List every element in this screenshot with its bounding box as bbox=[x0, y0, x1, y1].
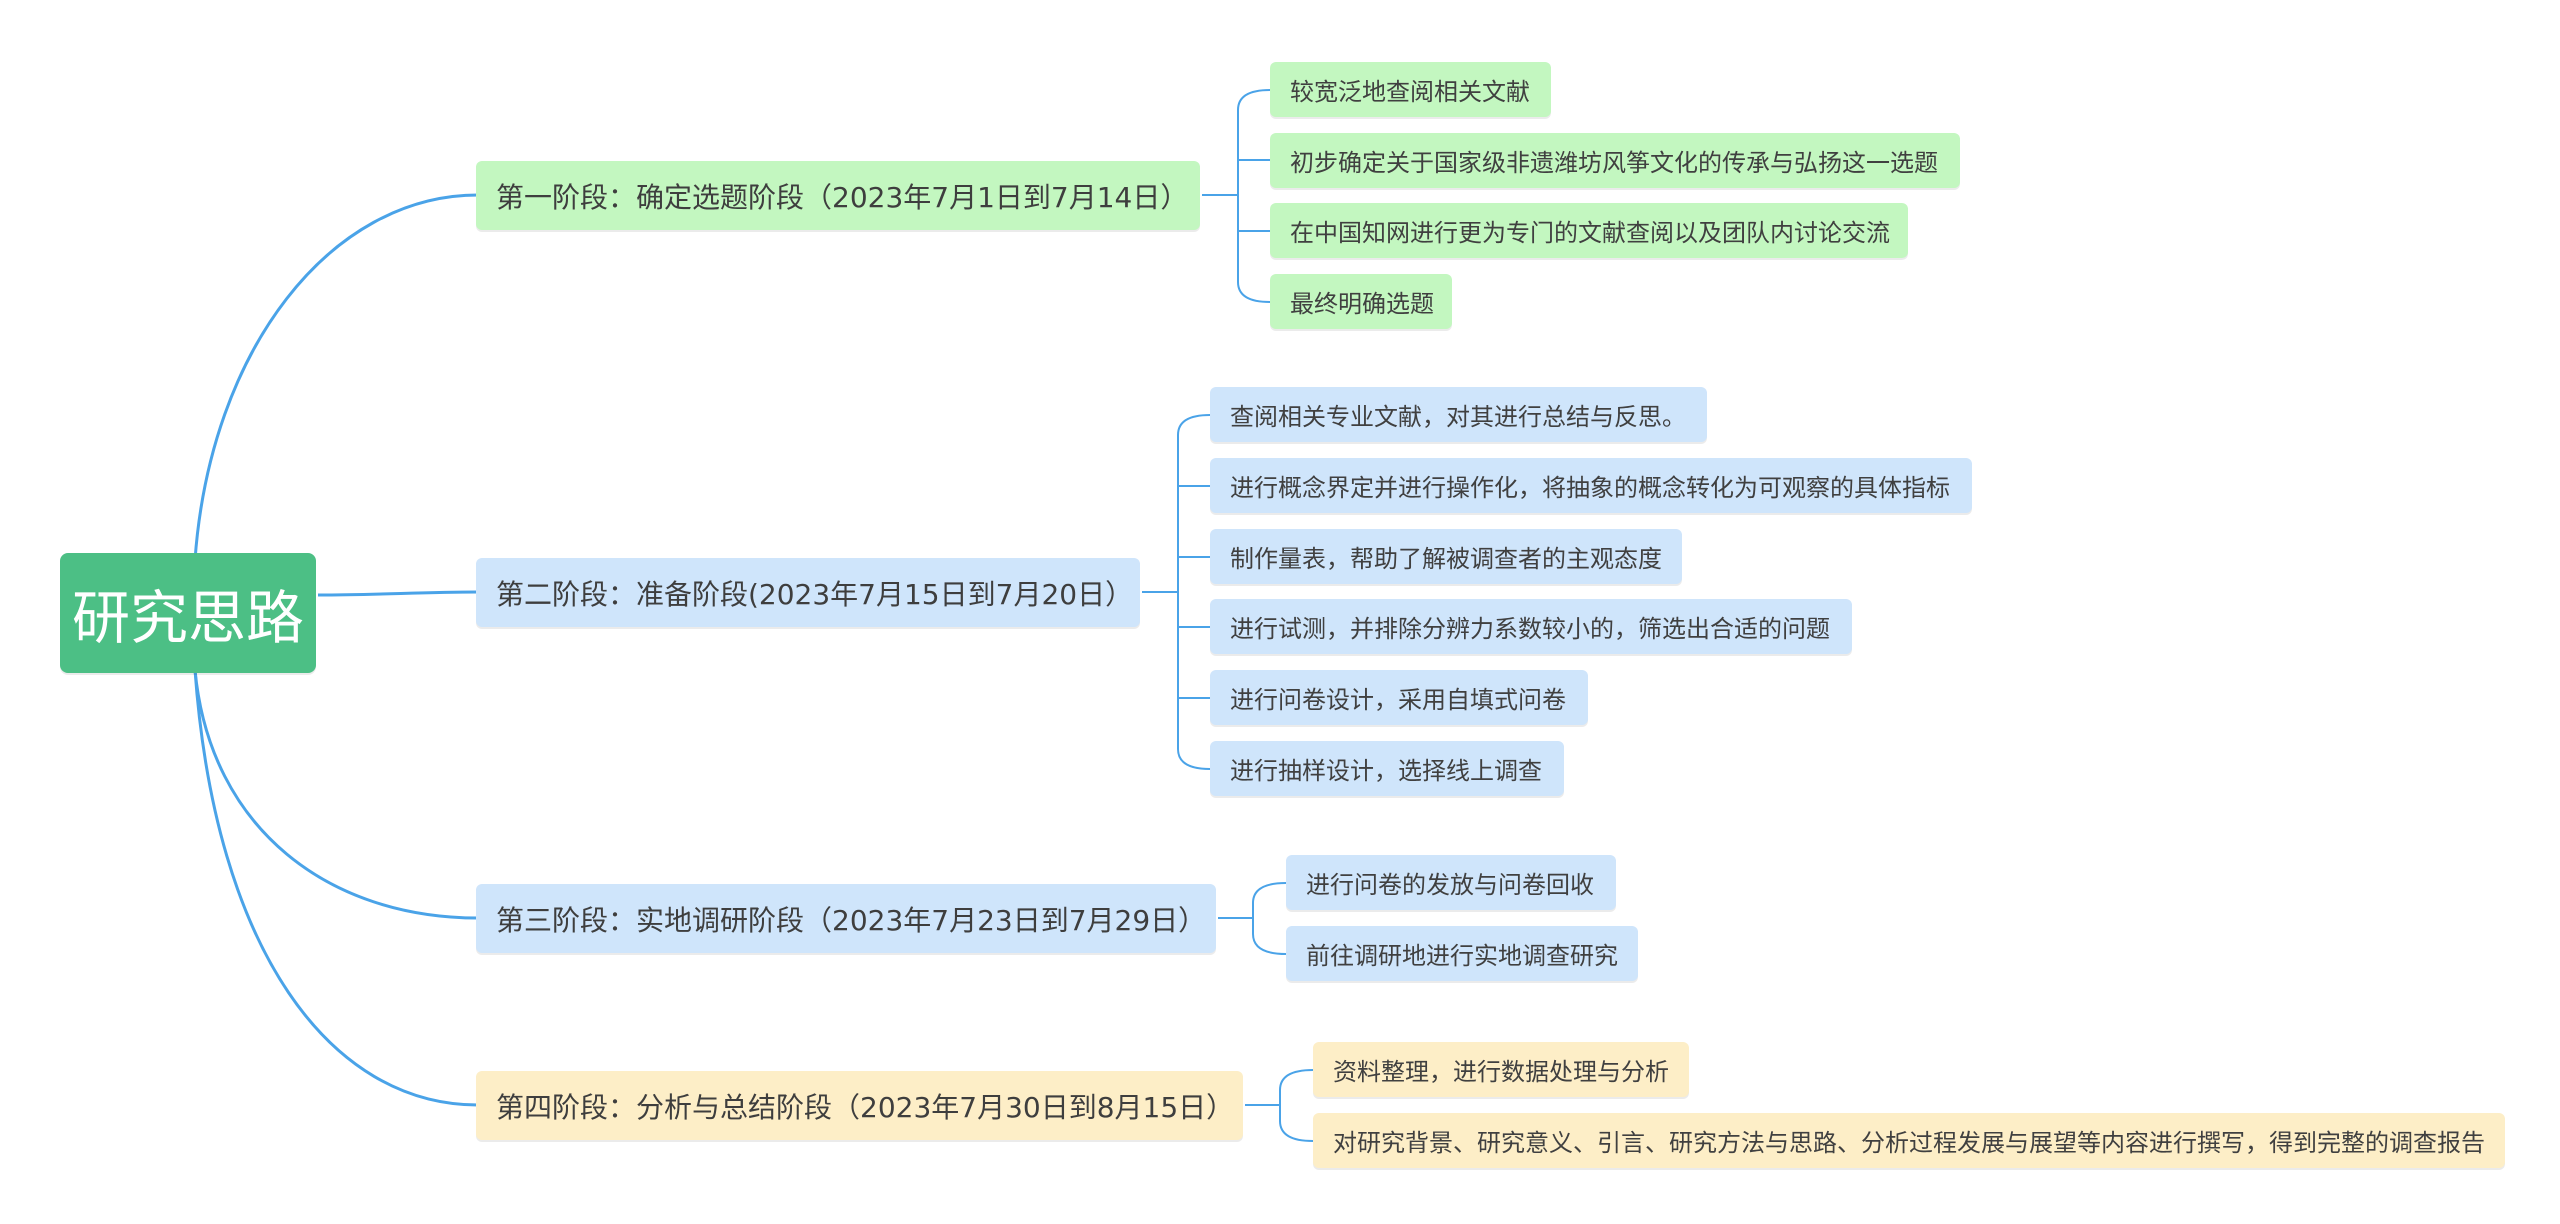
stage-1-item-2[interactable]: 初步确定关于国家级非遗潍坊风筝文化的传承与弘扬这一选题 bbox=[1270, 133, 1960, 188]
stage-4-item-2[interactable]: 对研究背景、研究意义、引言、研究方法与思路、分析过程发展与展望等内容进行撰写，得… bbox=[1313, 1113, 2505, 1168]
item-label: 较宽泛地查阅相关文献 bbox=[1290, 78, 1530, 106]
item-label: 进行概念界定并进行操作化，将抽象的概念转化为可观察的具体指标 bbox=[1230, 474, 1950, 502]
item-label: 最终明确选题 bbox=[1290, 290, 1434, 318]
connector-root-stage-2 bbox=[317, 590, 479, 597]
stage-3-item-1[interactable]: 进行问卷的发放与问卷回收 bbox=[1286, 855, 1616, 910]
stage-2-item-3[interactable]: 制作量表，帮助了解被调查者的主观态度 bbox=[1210, 529, 1682, 584]
item-label: 进行抽样设计，选择线上调查 bbox=[1230, 757, 1542, 785]
stage-2-node[interactable]: 第二阶段：准备阶段(2023年7月15日到7月20日） bbox=[476, 558, 1140, 627]
connector-stage-3-branches bbox=[1218, 882, 1287, 955]
stage-3-node[interactable]: 第三阶段：实地调研阶段（2023年7月23日到7月29日） bbox=[476, 884, 1216, 953]
item-label: 制作量表，帮助了解被调查者的主观态度 bbox=[1230, 545, 1662, 573]
stage-2-item-2[interactable]: 进行概念界定并进行操作化，将抽象的概念转化为可观察的具体指标 bbox=[1210, 458, 1972, 513]
connector-root-stage-4 bbox=[193, 669, 479, 1107]
root-node[interactable]: 研究思路 bbox=[60, 553, 316, 673]
root-label: 研究思路 bbox=[71, 584, 304, 652]
connector-root-stage-3 bbox=[193, 669, 479, 920]
stage-2-item-5[interactable]: 进行问卷设计，采用自填式问卷 bbox=[1210, 670, 1588, 725]
item-label: 进行问卷的发放与问卷回收 bbox=[1306, 871, 1594, 899]
connector-stage-2-branches bbox=[1142, 414, 1211, 770]
stage-2-item-6[interactable]: 进行抽样设计，选择线上调查 bbox=[1210, 741, 1564, 796]
stage-2-label: 第二阶段：准备阶段(2023年7月15日到7月20日） bbox=[496, 577, 1134, 611]
item-label: 前往调研地进行实地调查研究 bbox=[1306, 942, 1618, 970]
stage-4-item-1[interactable]: 资料整理，进行数据处理与分析 bbox=[1313, 1042, 1689, 1097]
stage-1-item-3[interactable]: 在中国知网进行更为专门的文献查阅以及团队内讨论交流 bbox=[1270, 203, 1908, 258]
item-label: 查阅相关专业文献，对其进行总结与反思。 bbox=[1230, 403, 1686, 431]
connector-stage-1-branches bbox=[1202, 89, 1271, 303]
item-label: 在中国知网进行更为专门的文献查阅以及团队内讨论交流 bbox=[1290, 219, 1890, 247]
stage-1-node[interactable]: 第一阶段：确定选题阶段（2023年7月1日到7月14日） bbox=[476, 161, 1200, 230]
stage-2-item-4[interactable]: 进行试测，并排除分辨力系数较小的，筛选出合适的问题 bbox=[1210, 599, 1852, 654]
stage-2-item-1[interactable]: 查阅相关专业文献，对其进行总结与反思。 bbox=[1210, 387, 1707, 442]
stage-1-item-4[interactable]: 最终明确选题 bbox=[1270, 274, 1452, 329]
stage-3-label: 第三阶段：实地调研阶段（2023年7月23日到7月29日） bbox=[496, 903, 1207, 937]
item-label: 初步确定关于国家级非遗潍坊风筝文化的传承与弘扬这一选题 bbox=[1290, 149, 1938, 177]
stage-1-label: 第一阶段：确定选题阶段（2023年7月1日到7月14日） bbox=[496, 180, 1189, 214]
connector-stage-4-branches bbox=[1245, 1069, 1314, 1142]
stage-4-label: 第四阶段：分析与总结阶段（2023年7月30日到8月15日） bbox=[496, 1090, 1235, 1124]
item-label: 进行试测，并排除分辨力系数较小的，筛选出合适的问题 bbox=[1230, 615, 1830, 643]
stage-3-item-2[interactable]: 前往调研地进行实地调查研究 bbox=[1286, 926, 1638, 981]
item-label: 对研究背景、研究意义、引言、研究方法与思路、分析过程发展与展望等内容进行撰写，得… bbox=[1333, 1129, 2485, 1157]
stage-1-item-1[interactable]: 较宽泛地查阅相关文献 bbox=[1270, 62, 1551, 117]
stage-4-node[interactable]: 第四阶段：分析与总结阶段（2023年7月30日到8月15日） bbox=[476, 1071, 1243, 1140]
item-label: 资料整理，进行数据处理与分析 bbox=[1333, 1058, 1669, 1086]
item-label: 进行问卷设计，采用自填式问卷 bbox=[1230, 686, 1566, 714]
connector-root-stage-1 bbox=[193, 193, 479, 561]
